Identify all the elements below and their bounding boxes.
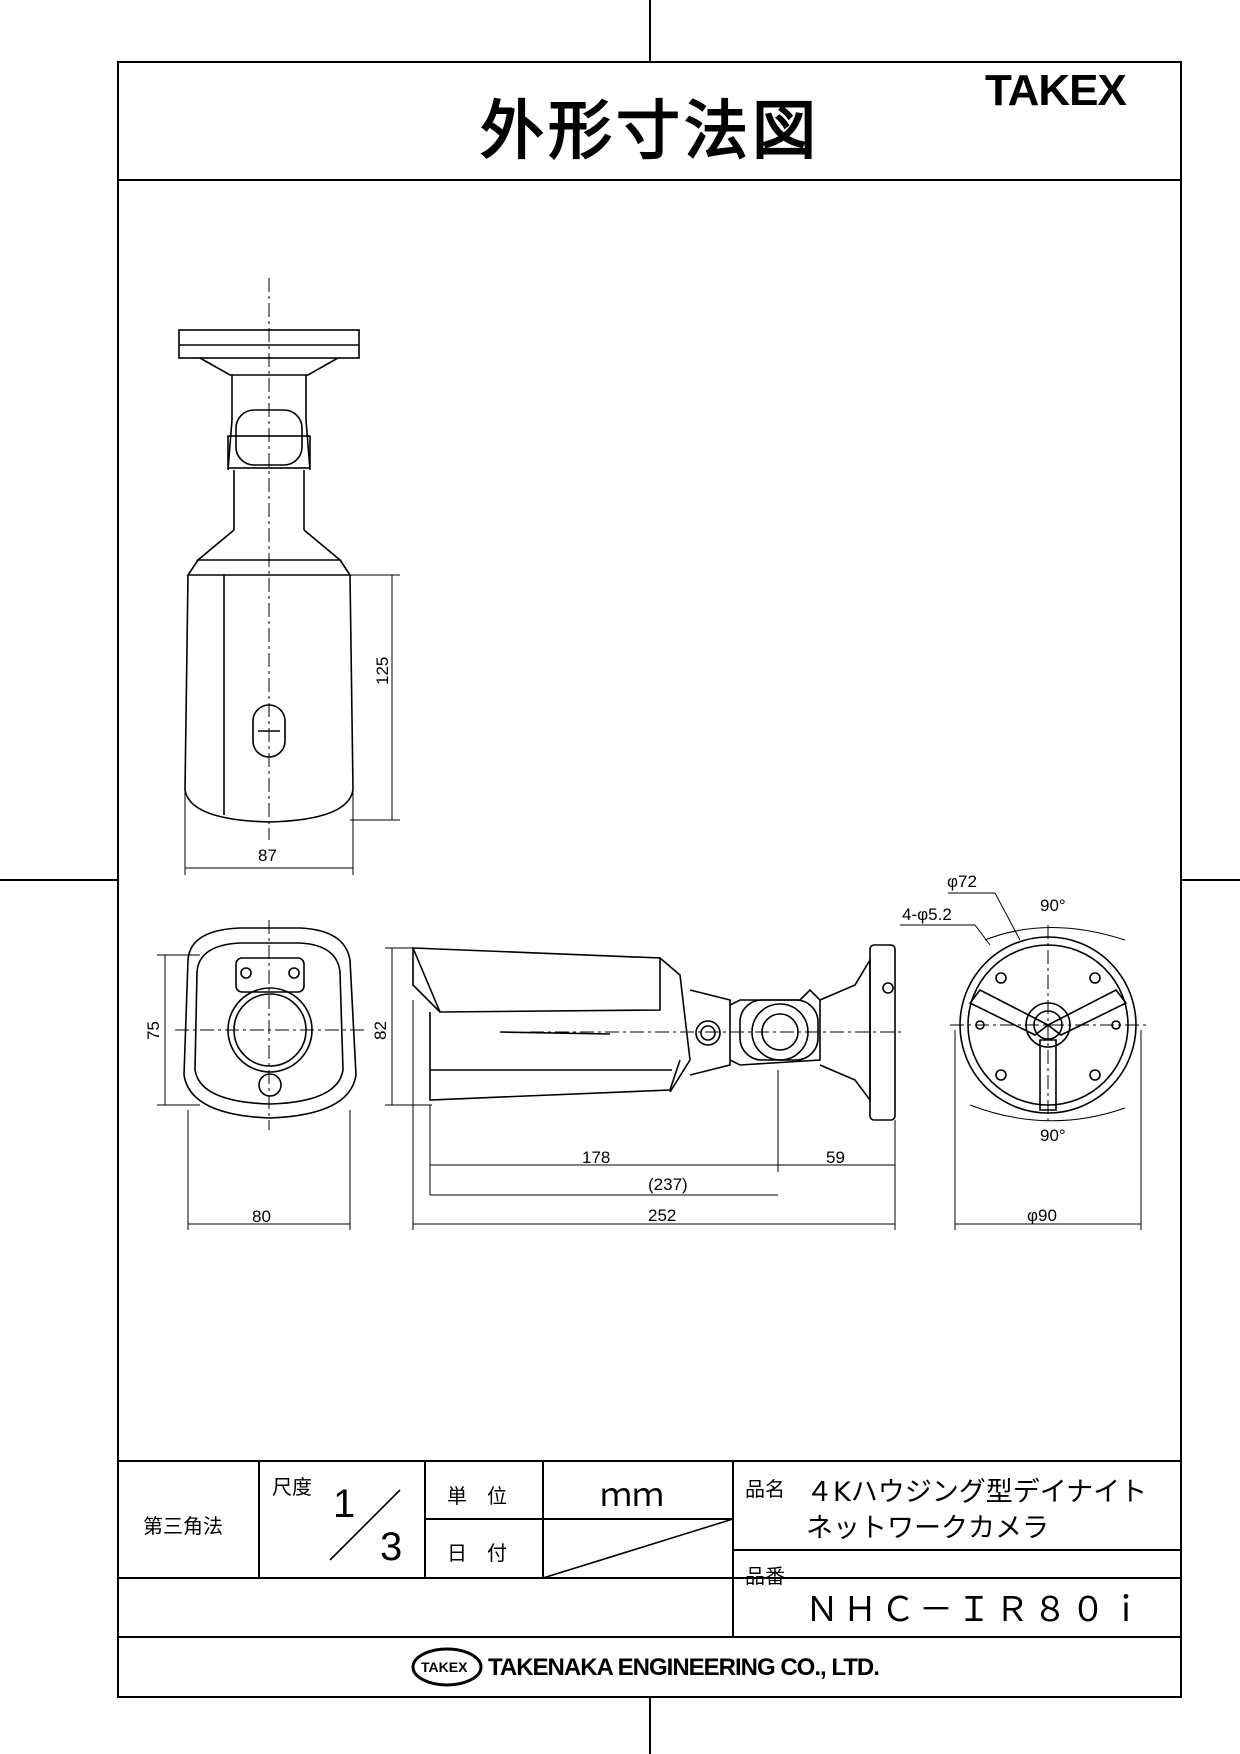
front-view — [183, 927, 357, 1119]
brand-logo: TAKEX — [985, 66, 1127, 115]
company-logo: TAKEX — [421, 1659, 468, 1675]
dim-side-body: 178 — [582, 1148, 611, 1167]
dim-side-ref: (237) — [648, 1175, 688, 1194]
dim-mount-holes: 4-φ5.2 — [902, 905, 952, 924]
dim-angle-bottom: 90° — [1040, 1126, 1066, 1145]
scale-numerator: 1 — [333, 1482, 356, 1526]
date-label: 日 付 — [447, 1541, 507, 1565]
dim-side-total: 252 — [648, 1206, 677, 1225]
scale-label: 尺度 — [272, 1475, 312, 1499]
part-number-label: 品番 — [745, 1564, 785, 1588]
unit-label: 単 位 — [447, 1484, 507, 1508]
dim-mount-pcd: φ72 — [947, 872, 977, 891]
product-name-line1: ４Kハウジング型デイナイト — [806, 1477, 1148, 1508]
dim-side-bracket: 59 — [826, 1148, 845, 1167]
dim-angle-top: 90° — [1040, 896, 1066, 915]
product-name-line2: ネットワークカメラ — [806, 1513, 1049, 1544]
side-dim-lines — [385, 947, 896, 1230]
company-name: TAKENAKA ENGINEERING CO., LTD. — [488, 1654, 880, 1681]
product-name-label: 品名 — [745, 1477, 785, 1501]
scale-denominator: 3 — [380, 1525, 403, 1569]
dim-top-height: 125 — [373, 656, 392, 685]
dim-front-height: 75 — [144, 1021, 163, 1040]
dim-front-width: 80 — [252, 1207, 271, 1226]
projection-method: 第三角法 — [143, 1514, 223, 1538]
part-number: ＮＨＣ－ＩＲ８０ｉ — [805, 1590, 1147, 1630]
page-title: 外形寸法図 — [480, 95, 820, 169]
dim-side-height: 82 — [371, 1021, 390, 1040]
top-dim-lines — [184, 574, 400, 875]
dim-mount-dia: φ90 — [1027, 1206, 1057, 1225]
mount-dim-lines — [900, 892, 1142, 1230]
unit-value: ｍｍ — [600, 1476, 665, 1514]
title-block-lines — [118, 1460, 1181, 1687]
front-dim-lines — [157, 954, 351, 1230]
dim-top-width: 87 — [258, 846, 277, 865]
side-view — [411, 944, 896, 1121]
